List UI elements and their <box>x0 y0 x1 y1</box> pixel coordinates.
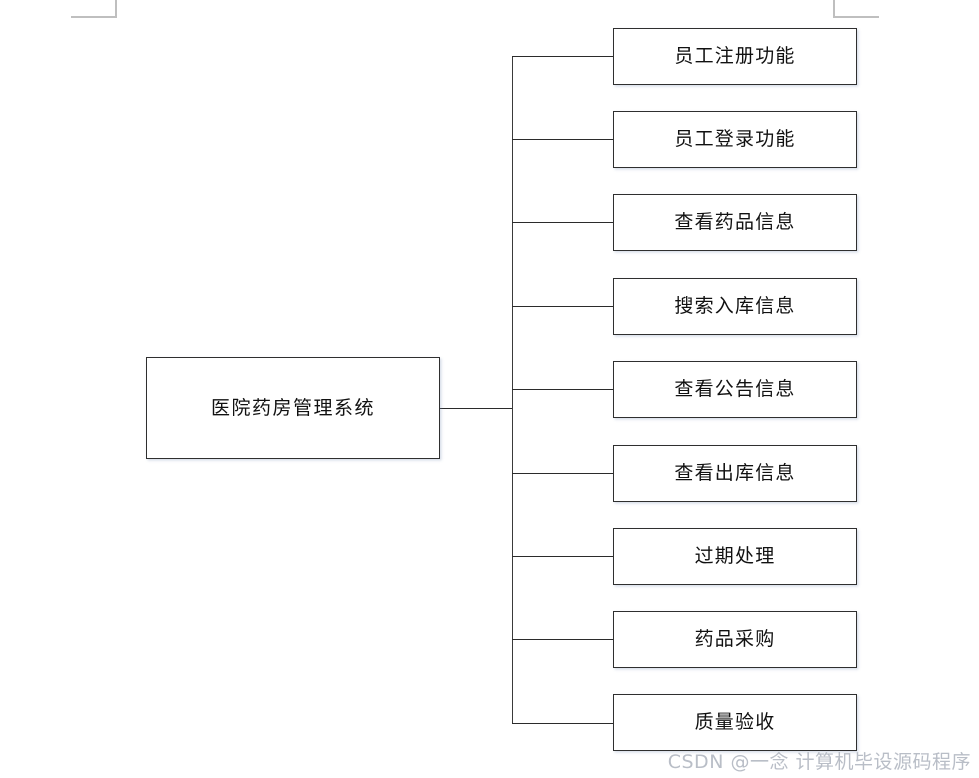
node-root-label: 医院药房管理系统 <box>210 396 375 419</box>
node-child-7[interactable]: 过期处理 <box>613 528 857 585</box>
margin-mark-vertical <box>833 0 835 17</box>
connector-branch-9 <box>512 723 614 724</box>
node-child-5-label: 查看公告信息 <box>674 378 796 401</box>
margin-mark-horizontal <box>833 16 879 18</box>
node-child-2-label: 员工登录功能 <box>674 128 796 151</box>
node-child-6[interactable]: 查看出库信息 <box>613 445 857 502</box>
node-child-3-label: 查看药品信息 <box>674 211 796 234</box>
margin-mark-horizontal <box>71 16 117 18</box>
node-child-5[interactable]: 查看公告信息 <box>613 361 857 418</box>
node-child-1[interactable]: 员工注册功能 <box>613 28 857 85</box>
connector-branch-6 <box>512 473 614 474</box>
node-child-8-label: 药品采购 <box>694 628 776 651</box>
connector-branch-4 <box>512 306 614 307</box>
watermark-text: CSDN @一念 计算机毕设源码程序 <box>667 751 971 773</box>
connector-branch-1 <box>512 56 614 57</box>
margin-mark-vertical <box>115 0 117 17</box>
node-child-2[interactable]: 员工登录功能 <box>613 111 857 168</box>
connector-branch-2 <box>512 139 614 140</box>
node-child-4-label: 搜索入库信息 <box>674 295 796 318</box>
node-child-9[interactable]: 质量验收 <box>613 694 857 751</box>
connector-branch-7 <box>512 556 614 557</box>
node-child-7-label: 过期处理 <box>694 545 776 568</box>
connector-branch-8 <box>512 639 614 640</box>
node-child-1-label: 员工注册功能 <box>674 45 796 68</box>
connector-branch-3 <box>512 222 614 223</box>
node-child-4[interactable]: 搜索入库信息 <box>613 278 857 335</box>
node-root[interactable]: 医院药房管理系统 <box>146 357 440 459</box>
connector-root-stub <box>440 408 513 409</box>
node-child-3[interactable]: 查看药品信息 <box>613 194 857 251</box>
node-child-9-label: 质量验收 <box>694 711 776 734</box>
node-child-8[interactable]: 药品采购 <box>613 611 857 668</box>
connector-branch-5 <box>512 389 614 390</box>
node-child-6-label: 查看出库信息 <box>674 462 796 485</box>
